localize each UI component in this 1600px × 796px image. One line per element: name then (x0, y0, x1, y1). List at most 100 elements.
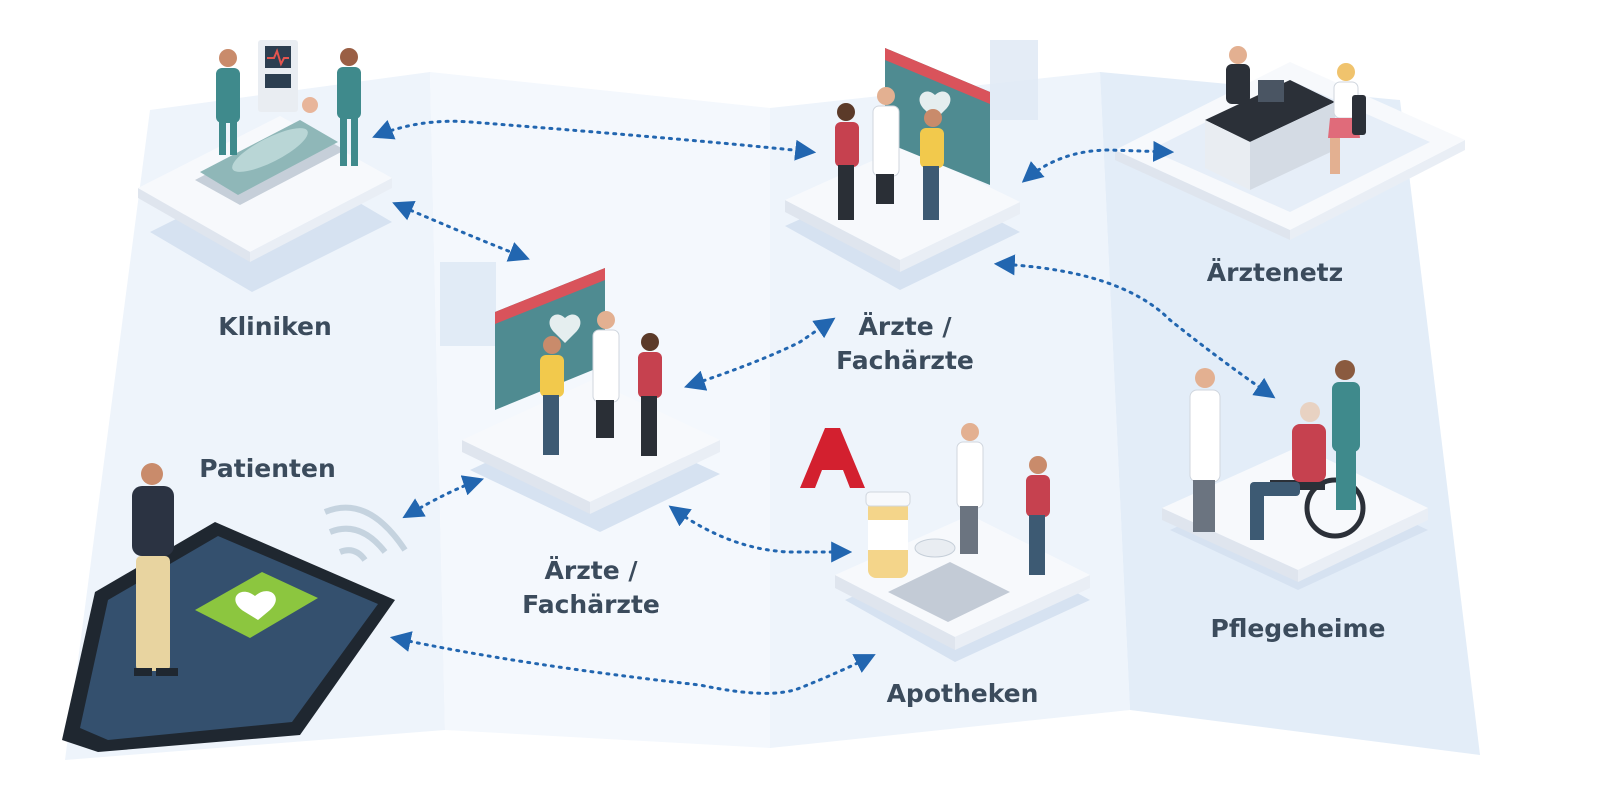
person-body (638, 352, 662, 398)
person-head (924, 109, 942, 127)
platform-side (1290, 140, 1465, 240)
doctor-legs (596, 400, 614, 438)
aerztenetz-label-text: Ärztenetz (1206, 258, 1344, 287)
hospital-bed-icon (195, 40, 361, 205)
person-legs (838, 165, 854, 220)
person-legs (641, 396, 657, 456)
person-body (835, 122, 859, 167)
kliniken-label-text: Kliniken (218, 312, 332, 341)
pflegeheime-label-text: Pflegeheime (1210, 614, 1386, 643)
nurse-body (337, 67, 361, 119)
platform-side (785, 200, 900, 272)
monitor-panel (265, 74, 291, 88)
connections (372, 119, 1276, 695)
patienten-label: Patienten (185, 452, 350, 486)
doctor-legs (876, 174, 894, 204)
aerzte-top-label-line2: Fachärzte (836, 346, 974, 375)
platform-side (1298, 508, 1428, 582)
glass-panel (990, 40, 1038, 120)
person-body (540, 355, 564, 397)
connector-aerztenetz-aerzte-top (1021, 140, 1175, 183)
chair (1352, 95, 1366, 135)
patient-shoe (134, 668, 152, 676)
caregiver-legs (1336, 450, 1356, 510)
patient-head (141, 463, 163, 485)
connector-aerzte-center-aerzte-top (684, 317, 836, 391)
visitor-head (1337, 63, 1355, 81)
resident-body (1292, 424, 1326, 482)
apotheken-label: Apotheken (870, 677, 1055, 711)
desk-top (1205, 80, 1335, 142)
aerzte-center-node (440, 262, 720, 532)
nurse-leg (219, 120, 226, 155)
staff-head (1229, 46, 1247, 64)
aerzte-center-label-line1: Ärzte / (544, 556, 638, 585)
display-heart (549, 314, 581, 343)
nurse-head (340, 48, 358, 66)
patient-shoe (156, 668, 178, 676)
resident-shin (1250, 490, 1264, 540)
aerzte-center-label: Ärzte / Fachärzte (506, 554, 676, 622)
desk-side (1250, 102, 1335, 190)
background-panel-4 (1100, 72, 1480, 755)
signal-wave-icon (328, 525, 388, 554)
doctor-coat (956, 441, 984, 509)
platform-side (250, 178, 392, 262)
platform-side (955, 575, 1090, 650)
patient-body (232, 128, 308, 172)
app-heart (235, 591, 276, 620)
aerzte-top-label-line1: Ärzte / (858, 312, 952, 341)
platform-side (138, 188, 250, 262)
pflegeheime-label: Pflegeheime (1192, 612, 1404, 646)
platform-top (1162, 446, 1428, 570)
signal-wave-icon (338, 547, 368, 562)
heartbeat-line (267, 48, 289, 67)
nurse-leg (351, 118, 358, 166)
pflegeheime-node (1162, 360, 1428, 590)
glass-panel (440, 262, 496, 346)
person-legs (923, 166, 939, 220)
aerzte-top-node (785, 40, 1038, 290)
connector-patienten-apotheken (389, 631, 876, 695)
visitor-legs (1330, 138, 1340, 174)
caregiver-head (1335, 360, 1355, 380)
caregiver-body (1332, 382, 1360, 452)
patienten-node (62, 463, 408, 752)
connector-aerzte-top-pflegeheime (993, 254, 1276, 399)
platform-side (900, 202, 1020, 272)
person-body (920, 128, 944, 168)
apotheken-node (800, 423, 1090, 662)
nurse-leg (230, 120, 237, 155)
pill (914, 538, 956, 558)
doctor-head (597, 311, 615, 329)
staff-body (1226, 64, 1250, 104)
person-head (641, 333, 659, 351)
connector-kliniken-aerzte-center (392, 201, 530, 262)
pill-bottle-cap (865, 491, 911, 507)
connector-aerzte-center-apotheken (668, 505, 853, 563)
doctor-head (877, 87, 895, 105)
person-head (543, 336, 561, 354)
nurse-leg (340, 118, 347, 166)
doctor-coat (592, 329, 620, 403)
pharmacy-icon (800, 423, 1050, 622)
customer-body (1026, 475, 1050, 517)
apotheken-label-text: Apotheken (886, 679, 1039, 708)
doctor-head (961, 423, 979, 441)
kliniken-label: Kliniken (200, 310, 350, 344)
doctor-legs (1193, 480, 1215, 532)
display-board-top (495, 268, 605, 324)
doctor-coat (1189, 389, 1221, 483)
kliniken-node (138, 40, 392, 292)
platform-side (590, 440, 720, 514)
person-legs (543, 395, 559, 455)
signal-wave-icon (323, 504, 408, 552)
nurse-body (216, 68, 240, 123)
wheelchair-wheel (1304, 477, 1366, 539)
customer-head (1029, 456, 1047, 474)
patienten-label-text: Patienten (199, 454, 336, 483)
aerzte-top-label: Ärzte / Fachärzte (820, 310, 990, 378)
doctor-screen-icon (440, 262, 662, 456)
platform-side (462, 440, 590, 514)
